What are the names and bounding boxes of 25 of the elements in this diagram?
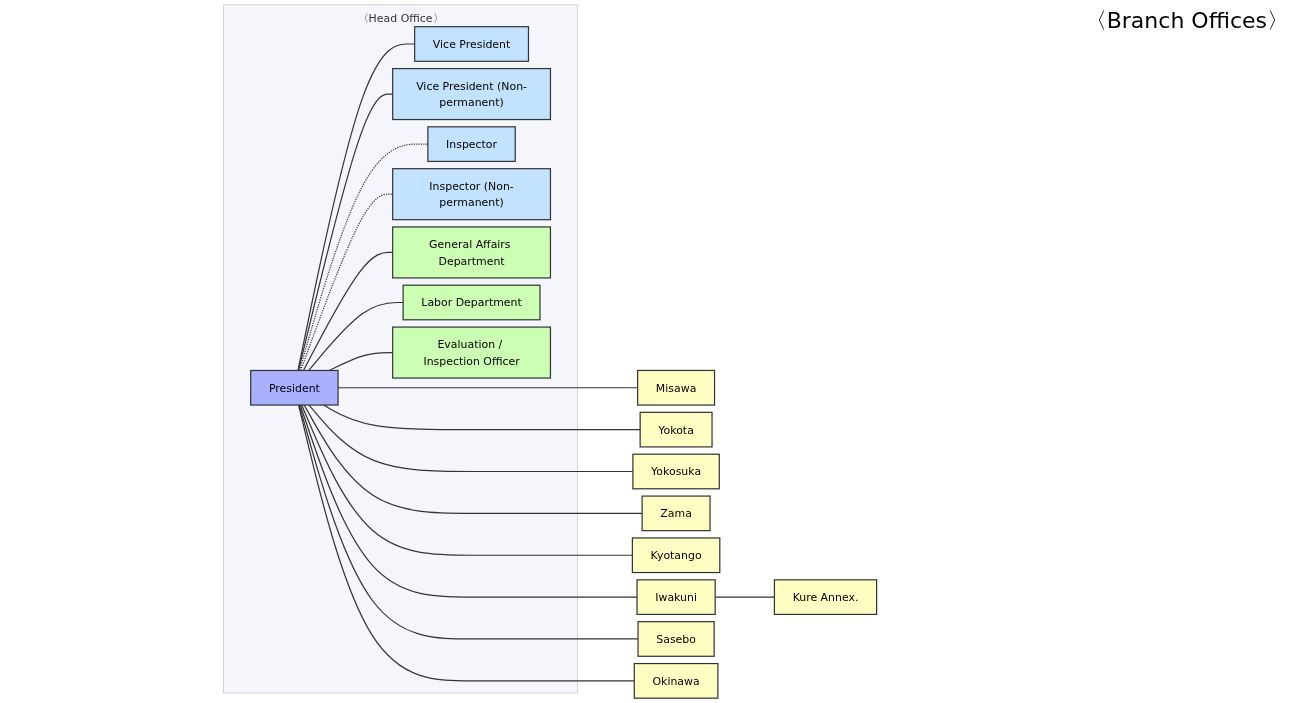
node-box: Kure Annex. [773, 579, 878, 615]
connector [301, 404, 633, 556]
node-box: Vice President (Non-permanent) [392, 67, 552, 121]
connector [297, 404, 635, 682]
node-box: President [250, 369, 339, 406]
section-heading: 〈Branch Offices〉 [1084, 7, 1289, 35]
connector [303, 404, 643, 514]
connector [298, 404, 639, 640]
node-box: Yokosuka [632, 453, 720, 490]
node-box: Misawa [637, 369, 716, 406]
node-box: Kyotango [631, 537, 721, 574]
node-box: Labor Department [402, 284, 541, 321]
node-box: Evaluation / Inspection Officer [392, 326, 552, 379]
node-box: Okinawa [633, 662, 719, 699]
node-box: Zama [641, 495, 711, 532]
node-box: Inspector [427, 126, 516, 162]
node-box: Vice President [414, 26, 530, 62]
connector [308, 301, 404, 372]
connector [299, 404, 638, 598]
node-box: General Affairs Department [392, 226, 552, 279]
node-box: Yokota [639, 411, 713, 448]
connector [323, 404, 641, 431]
node-box: Iwakuni [636, 579, 716, 615]
node-box: Sasebo [637, 621, 715, 657]
node-box: Inspector (Non-permanent) [392, 168, 552, 221]
